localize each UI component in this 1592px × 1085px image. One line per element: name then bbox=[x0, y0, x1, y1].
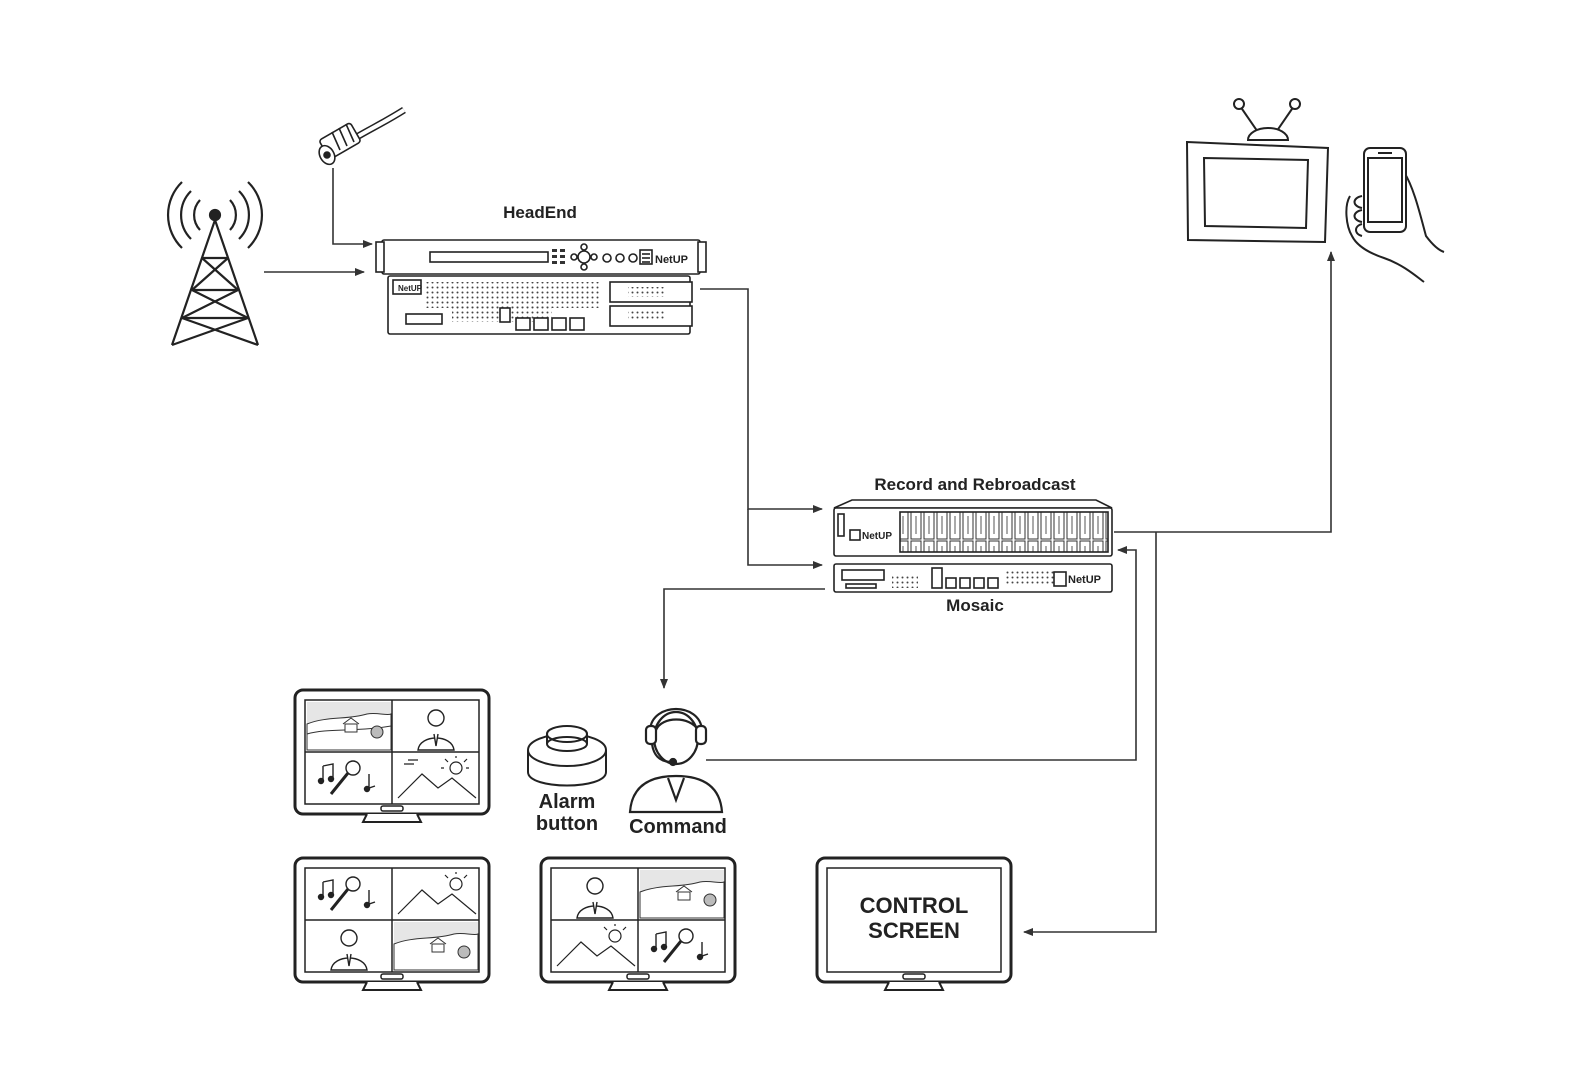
command-label: Command bbox=[629, 816, 727, 838]
control-label-line1: CONTROL bbox=[859, 893, 969, 918]
alarm-label-line2: button bbox=[535, 813, 599, 835]
alarm-button-label: Alarm button bbox=[524, 791, 610, 835]
svg-text:NetUP: NetUP bbox=[655, 254, 688, 266]
monitor-icon bbox=[539, 856, 737, 991]
control-screen-icon bbox=[815, 856, 1013, 991]
mosaic-to-command-arrow bbox=[660, 588, 825, 689]
record-server-icon: NetUP bbox=[833, 499, 1113, 557]
monitor-icon bbox=[293, 688, 491, 823]
antenna-tower-icon bbox=[166, 181, 264, 347]
tv-icon bbox=[1185, 98, 1330, 244]
control-label-line2: SCREEN bbox=[868, 918, 960, 943]
operator-headset-icon bbox=[628, 708, 724, 814]
headend-to-record-arrow bbox=[700, 288, 823, 513]
control-screen-label: CONTROL SCREEN bbox=[827, 893, 1001, 943]
alarm-label-line1: Alarm bbox=[538, 791, 596, 813]
connections bbox=[264, 168, 1335, 936]
headend-label: HeadEnd bbox=[503, 203, 577, 222]
svg-text:NetUP: NetUP bbox=[398, 284, 423, 293]
headend-to-mosaic-arrow bbox=[747, 509, 823, 569]
headend-rack-icon: NetUP NetUP bbox=[375, 239, 707, 335]
mosaic-server-icon: NetUP bbox=[833, 563, 1113, 593]
mosaic-label: Mosaic bbox=[946, 596, 1004, 615]
alarm-button-icon bbox=[527, 725, 607, 787]
svg-text:NetUP: NetUP bbox=[862, 531, 892, 542]
smartphone-icon bbox=[1345, 147, 1445, 283]
svg-text:NetUP: NetUP bbox=[1068, 574, 1101, 586]
cable-to-headend-arrow bbox=[332, 168, 373, 248]
record-label: Record and Rebroadcast bbox=[874, 475, 1076, 494]
command-to-record-arrow bbox=[706, 546, 1137, 761]
record-to-control-screen-arrow bbox=[1023, 532, 1157, 936]
monitor-icon bbox=[293, 856, 491, 991]
record-to-viewers-arrow bbox=[1114, 251, 1335, 533]
cable-connector-icon bbox=[318, 107, 406, 166]
